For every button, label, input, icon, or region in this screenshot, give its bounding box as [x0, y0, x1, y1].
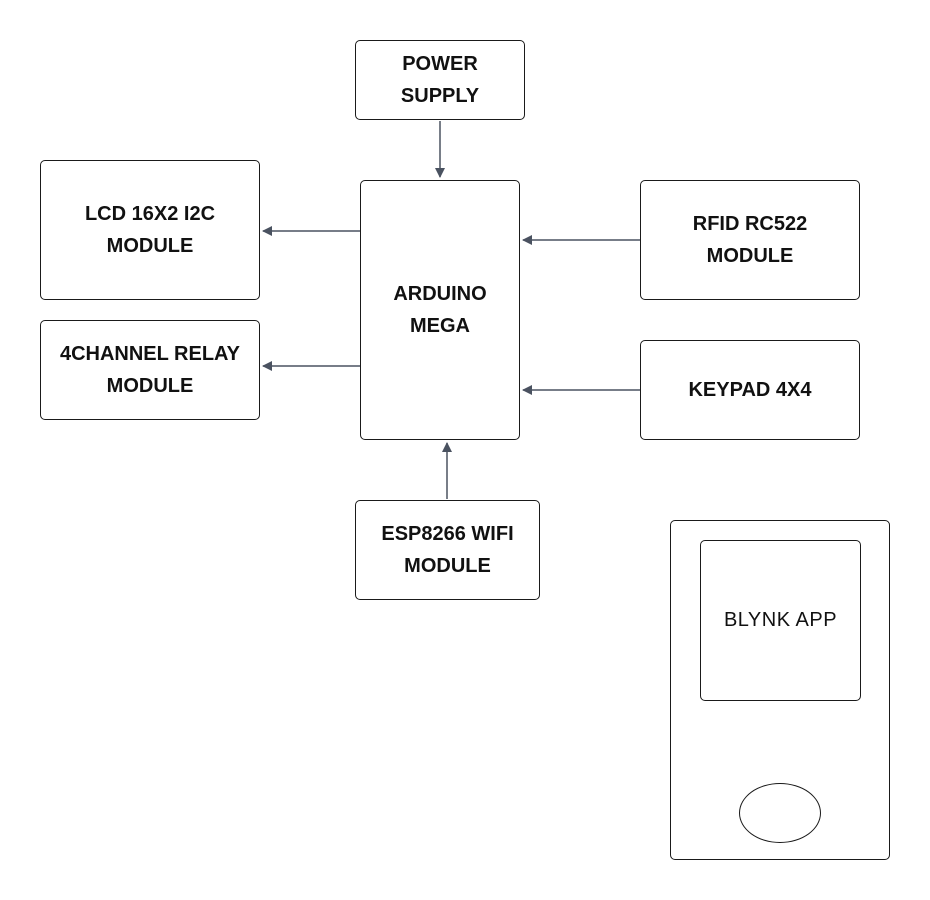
relay-module-label: 4CHANNEL RELAY MODULE — [59, 343, 241, 397]
phone-device: BLYNK APP — [670, 520, 890, 860]
blynk-app-label: BLYNK APP — [723, 609, 838, 631]
keypad-block: KEYPAD 4X4 — [640, 340, 860, 440]
power-supply-block: POWER SUPPLY — [355, 40, 525, 120]
esp8266-module-label: ESP8266 WIFI MODULE — [381, 523, 514, 577]
lcd-module-block: LCD 16X2 I2C MODULE — [40, 160, 260, 300]
arduino-mega-label: ARDUINO MEGA — [393, 283, 487, 337]
phone-home-button — [739, 783, 821, 843]
lcd-module-label: LCD 16X2 I2C MODULE — [84, 203, 216, 257]
phone-screen: BLYNK APP — [700, 540, 861, 701]
esp8266-module-block: ESP8266 WIFI MODULE — [355, 500, 540, 600]
rfid-module-block: RFID RC522 MODULE — [640, 180, 860, 300]
rfid-module-label: RFID RC522 MODULE — [692, 213, 808, 267]
keypad-label: KEYPAD 4X4 — [688, 379, 812, 401]
arduino-mega-block: ARDUINO MEGA — [360, 180, 520, 440]
power-supply-label: POWER SUPPLY — [400, 53, 480, 107]
relay-module-block: 4CHANNEL RELAY MODULE — [40, 320, 260, 420]
